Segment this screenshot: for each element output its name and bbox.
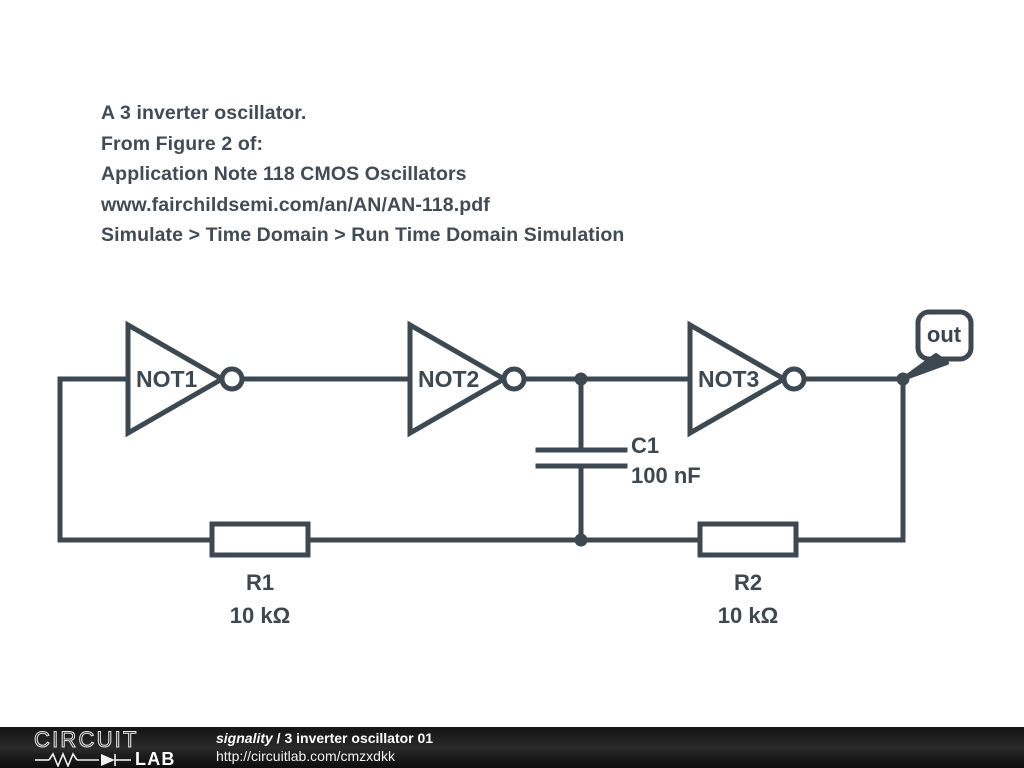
footer-bar xyxy=(0,727,1024,768)
footer-owner-name[interactable]: signality xyxy=(216,730,273,746)
footer-info: signality / 3 inverter oscillator 01 htt… xyxy=(216,730,433,765)
footer-schematic-name[interactable]: 3 inverter oscillator 01 xyxy=(284,730,434,746)
not3-label: NOT3 xyxy=(698,366,760,392)
description-line-2: From Figure 2 of: xyxy=(101,132,264,155)
out-flag-pointer[interactable] xyxy=(901,353,949,381)
logo-diode-triangle xyxy=(101,754,115,766)
resistor-r2-body[interactable] xyxy=(697,521,799,558)
schematic-canvas[interactable]: A 3 inverter oscillator. From Figure 2 o… xyxy=(0,0,1024,727)
out-node-label[interactable]: out xyxy=(926,322,962,347)
not3-triangle[interactable] xyxy=(687,320,790,438)
logo-circuit-text: CIRCUIT xyxy=(34,729,139,752)
not2-label: NOT2 xyxy=(418,366,480,392)
logo-resistor-zigzag xyxy=(48,751,78,767)
description-line-3: Application Note 118 CMOS Oscillators xyxy=(101,163,467,185)
junction-dot-cap-bottom xyxy=(574,533,588,547)
description-line-1: A 3 inverter oscillator. xyxy=(101,102,307,124)
not1-bubble[interactable] xyxy=(219,366,245,392)
junction-dot-cap-top xyxy=(574,372,588,386)
resistor-r2-label: R2 xyxy=(733,570,763,595)
logo-lab-text: LAB xyxy=(135,749,176,767)
footer-separator: / xyxy=(272,730,285,746)
not1-label: NOT1 xyxy=(136,366,198,392)
resistor-r1-value: 10 kΩ xyxy=(229,603,291,628)
not2-bubble[interactable] xyxy=(501,366,527,392)
description-line-5: Simulate > Time Domain > Run Time Domain… xyxy=(101,224,625,246)
description-line-4: www.fairchildsemi.com/an/AN/AN-118.pdf xyxy=(101,193,490,216)
not2-triangle[interactable] xyxy=(407,320,510,438)
junction-dot-out xyxy=(896,372,910,386)
schematic-drawing[interactable] xyxy=(0,0,1024,727)
capacitor-c1-label: C1 xyxy=(631,433,660,458)
resistor-r1-body[interactable] xyxy=(209,521,311,558)
resistor-r1-label: R1 xyxy=(245,570,275,595)
resistor-r2-value: 10 kΩ xyxy=(717,603,779,628)
circuitlab-logo[interactable]: CIRCUIT LAB xyxy=(33,729,193,767)
not1-triangle[interactable] xyxy=(125,320,228,438)
not3-bubble[interactable] xyxy=(781,366,807,392)
footer-url[interactable]: http://circuitlab.com/cmzxdkk xyxy=(216,748,395,764)
footer-title-line: signality / 3 inverter oscillator 01 xyxy=(216,730,433,747)
description-text-block[interactable]: A 3 inverter oscillator. From Figure 2 o… xyxy=(101,98,861,251)
capacitor-c1-value: 100 nF xyxy=(631,463,701,488)
